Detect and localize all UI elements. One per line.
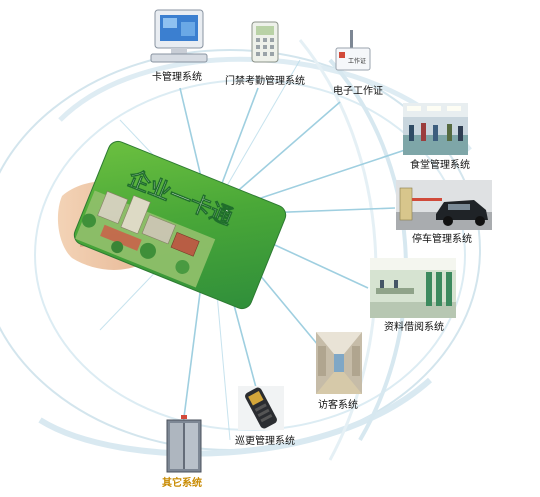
node-label-library: 资料借阅系统 xyxy=(384,322,444,333)
node-label-access: 门禁考勤管理系统 xyxy=(225,76,305,87)
enterprise-card: 企业一卡通 xyxy=(73,140,287,310)
corridor-photo xyxy=(316,332,362,394)
canteen-photo xyxy=(403,103,468,155)
elevator-icon xyxy=(166,415,202,473)
node-label-patrol: 巡更管理系统 xyxy=(235,436,295,447)
node-label-visitor: 访客系统 xyxy=(318,400,358,411)
parking-photo xyxy=(396,180,492,230)
node-label-parking: 停车管理系统 xyxy=(412,234,472,245)
id-badge-icon: 工作证 xyxy=(335,30,371,71)
campus-illustration xyxy=(75,190,216,288)
node-label-other: 其它系统 xyxy=(162,478,202,489)
node-label-ecard: 电子工作证 xyxy=(333,86,383,97)
node-label-card-mgmt: 卡管理系统 xyxy=(152,72,202,83)
computer-icon xyxy=(150,9,208,63)
library-photo xyxy=(370,258,456,318)
badge-text: 工作证 xyxy=(348,57,366,65)
card-reader-icon xyxy=(251,21,279,63)
patrol-device-icon xyxy=(238,386,284,430)
node-label-canteen: 食堂管理系统 xyxy=(410,160,470,171)
